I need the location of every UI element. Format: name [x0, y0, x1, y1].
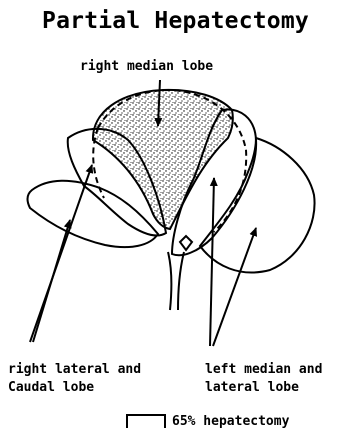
label-left-median-line2: lateral lobe: [205, 379, 322, 397]
caudal-lobe: [28, 181, 158, 247]
label-left-median-line1: left median and: [205, 361, 322, 379]
arrow-left-lateral: [213, 228, 256, 346]
legend-swatch: [126, 414, 166, 428]
label-right-median-lobe: right median lobe: [80, 58, 213, 76]
vessel-stalk-right: [178, 252, 184, 310]
right-median-lobe: [93, 90, 233, 229]
arrow-caudal: [33, 220, 70, 342]
legend-text: 65% hepatectomy: [172, 414, 289, 429]
label-right-lateral-caudal: right lateral and Caudal lobe: [8, 361, 141, 397]
arrow-left-median: [210, 178, 214, 346]
legend: 65% hepatectomy: [126, 412, 289, 430]
label-left-median-lateral: left median and lateral lobe: [205, 361, 322, 397]
label-right-lateral-line2: Caudal lobe: [8, 379, 141, 397]
label-right-lateral-line1: right lateral and: [8, 361, 141, 379]
left-lateral-lobe: [200, 138, 315, 273]
vessel-stalk-left: [168, 252, 171, 310]
arrow-right-lateral: [30, 165, 92, 342]
hilum: [180, 236, 192, 250]
